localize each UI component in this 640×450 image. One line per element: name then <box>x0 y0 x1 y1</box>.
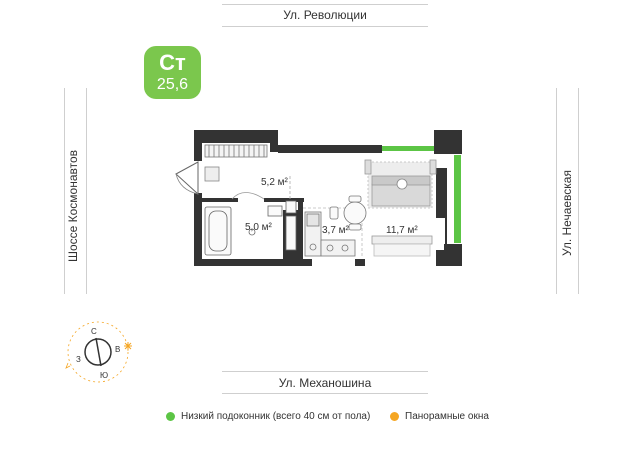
compass-east: В <box>115 345 120 354</box>
sun-path <box>67 321 129 383</box>
low-sill-dot <box>166 412 175 421</box>
panoramic-dot <box>390 412 399 421</box>
street-line-top-lower <box>222 26 428 27</box>
street-line-right-outer <box>578 88 579 294</box>
room-area-hall: 5,2 м² <box>261 177 289 188</box>
room-area-kitchen: 3,7 м² <box>322 225 350 236</box>
legend-panoramic-label: Панорамные окна <box>405 411 489 422</box>
legend-low-sill: Низкий подоконник (всего 40 см от пола) <box>166 411 370 422</box>
compass: С В Ю З <box>65 321 132 383</box>
street-bottom-label: Ул. Механошина <box>278 376 372 390</box>
shoe-rack <box>204 166 220 182</box>
kitchen-fixtures <box>304 211 356 257</box>
compass-south: Ю <box>100 371 108 380</box>
street-top-label: Ул. Революции <box>283 8 367 22</box>
compass-north: С <box>91 327 97 336</box>
apartment-badge: Ст 25,6 <box>144 46 201 99</box>
street-line-top-upper <box>222 4 428 5</box>
apartment-type: Ст <box>159 50 186 75</box>
legend-low-sill-label: Низкий подоконник (всего 40 см от пола) <box>181 411 371 422</box>
street-line-bottom-lower <box>222 393 428 394</box>
apartment-area: 25,6 <box>156 76 189 93</box>
compass-west: З <box>76 355 81 364</box>
dining-table <box>329 195 367 231</box>
bathroom-door <box>231 192 265 200</box>
compass-needle <box>95 337 102 367</box>
street-line-bottom-upper <box>222 371 428 372</box>
room-area-bathroom: 5,0 м² <box>245 222 273 233</box>
living-furniture <box>364 159 437 257</box>
street-line-right-inner <box>556 88 557 294</box>
legend-panoramic: Панорамные окна <box>390 411 489 422</box>
street-line-left-outer <box>64 88 65 294</box>
entrance-door <box>175 161 199 196</box>
room-area-living: 11,7 м² <box>386 225 418 236</box>
outer-walls <box>194 130 462 266</box>
wardrobe <box>204 144 268 158</box>
low-sill-window-right <box>454 155 461 243</box>
street-line-left-inner <box>86 88 87 294</box>
sun-icon <box>124 342 132 350</box>
bathroom-fixtures <box>204 200 297 256</box>
low-sill-window-top <box>382 146 434 151</box>
